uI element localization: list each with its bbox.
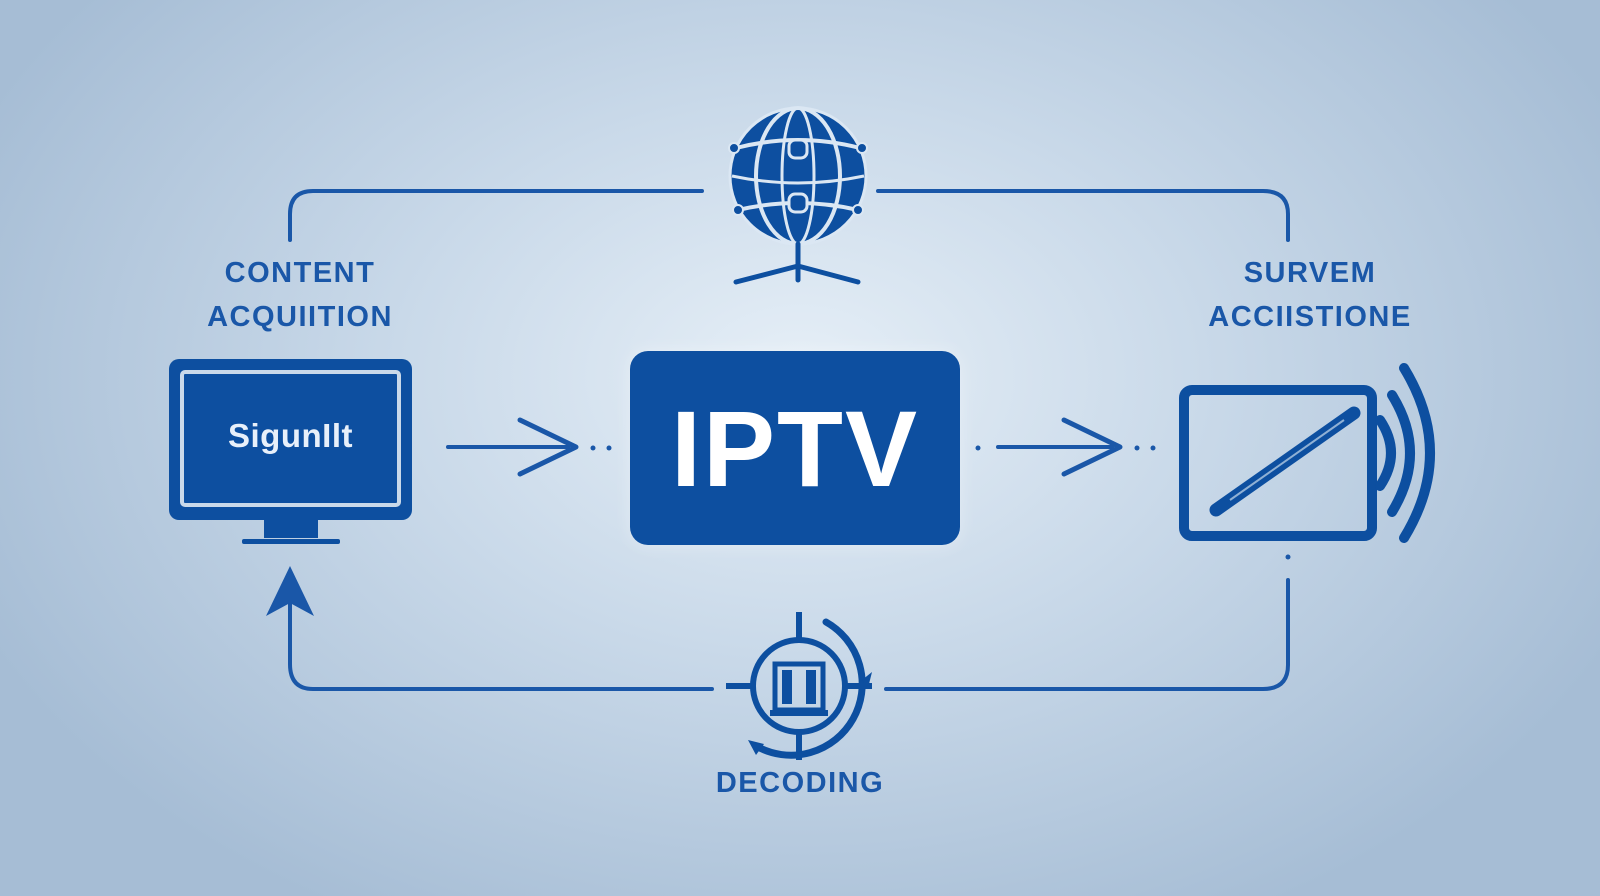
server-line2: ACCIISTIONE — [1208, 301, 1412, 333]
iptv-hub-label: IPTV — [670, 387, 920, 509]
content-acquisition-label: CONTENT ACQUIITION — [180, 251, 420, 339]
monitor-icon — [169, 359, 412, 544]
bottom-connector-dot — [1285, 554, 1291, 560]
decoder-dial-icon — [726, 612, 872, 760]
decoding-text: DECODING — [715, 767, 885, 799]
iptv-hub: IPTV — [630, 351, 960, 545]
arrow-left-to-hub — [446, 417, 612, 477]
monitor-screen-text: SigunIlt — [228, 417, 353, 454]
bottom-connector-right — [884, 578, 1290, 691]
server-line1: SURVEM — [1243, 257, 1377, 289]
bottom-connector-left — [288, 583, 714, 691]
top-connector-left — [288, 189, 704, 242]
globe-network-icon — [728, 106, 868, 285]
tablet-broadcast-icon — [1179, 363, 1435, 543]
decoding-label: DECODING — [690, 761, 910, 805]
content-acquisition-line2: ACQUIITION — [207, 301, 393, 333]
server-label: SURVEM ACCIISTIONE — [1190, 251, 1430, 339]
content-acquisition-line1: CONTENT — [224, 257, 376, 289]
up-arrow-head — [266, 566, 314, 616]
arrow-hub-to-right — [975, 417, 1156, 477]
top-connector-right — [876, 189, 1290, 242]
